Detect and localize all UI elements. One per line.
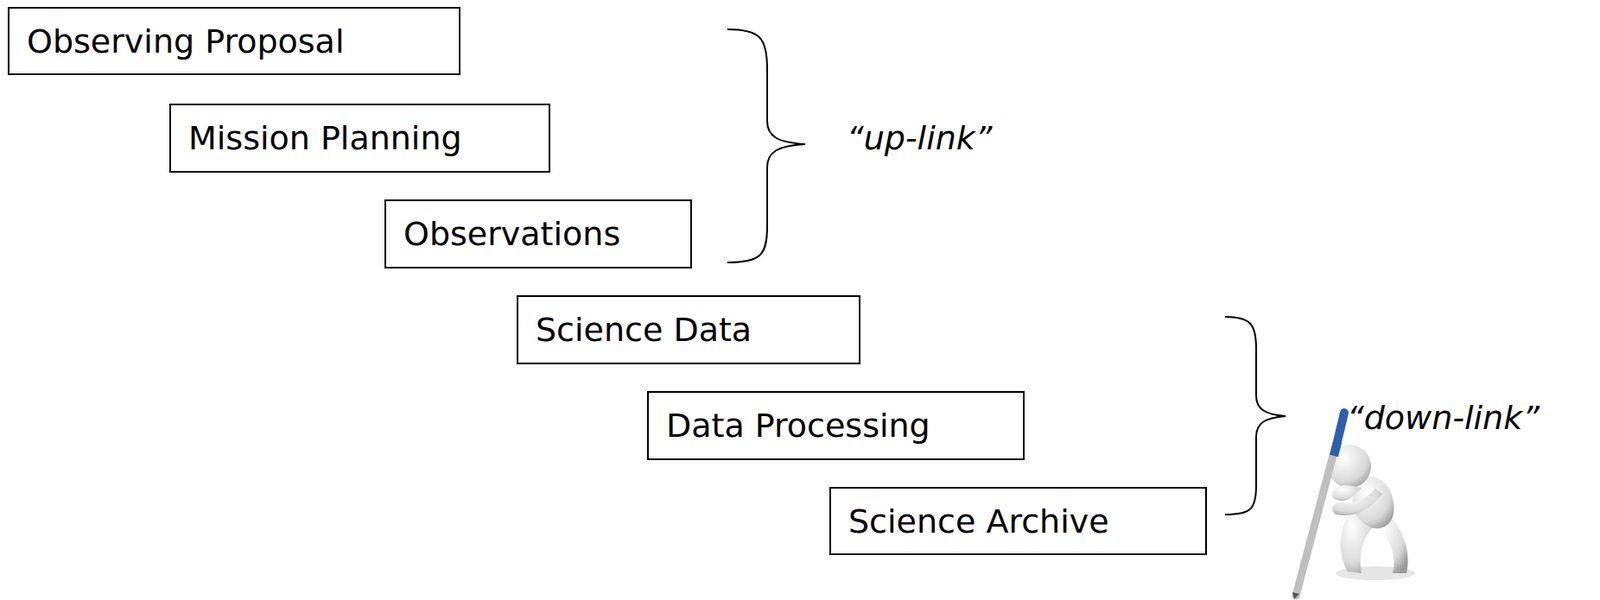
box-text: Observations bbox=[403, 215, 621, 254]
box-text: Science Archive bbox=[848, 502, 1110, 541]
box-text: Observing Proposal bbox=[26, 22, 344, 61]
box-text: Science Data bbox=[535, 311, 752, 350]
box-text: Data Processing bbox=[666, 406, 931, 445]
bracket-label: “up-link” bbox=[846, 119, 993, 158]
down-link-bracket bbox=[1225, 317, 1286, 515]
up-link-bracket bbox=[727, 29, 806, 263]
process-box: Mission Planning bbox=[169, 103, 551, 173]
process-box: Observing Proposal bbox=[7, 6, 461, 76]
process-box: Observations bbox=[384, 199, 693, 269]
box-text: Mission Planning bbox=[188, 119, 463, 158]
bracket-label: “down-link” bbox=[1346, 399, 1540, 438]
figure-with-pen bbox=[1292, 412, 1416, 600]
process-box: Data Processing bbox=[647, 391, 1025, 461]
process-box: Science Archive bbox=[829, 487, 1207, 556]
process-box: Science Data bbox=[516, 295, 861, 365]
